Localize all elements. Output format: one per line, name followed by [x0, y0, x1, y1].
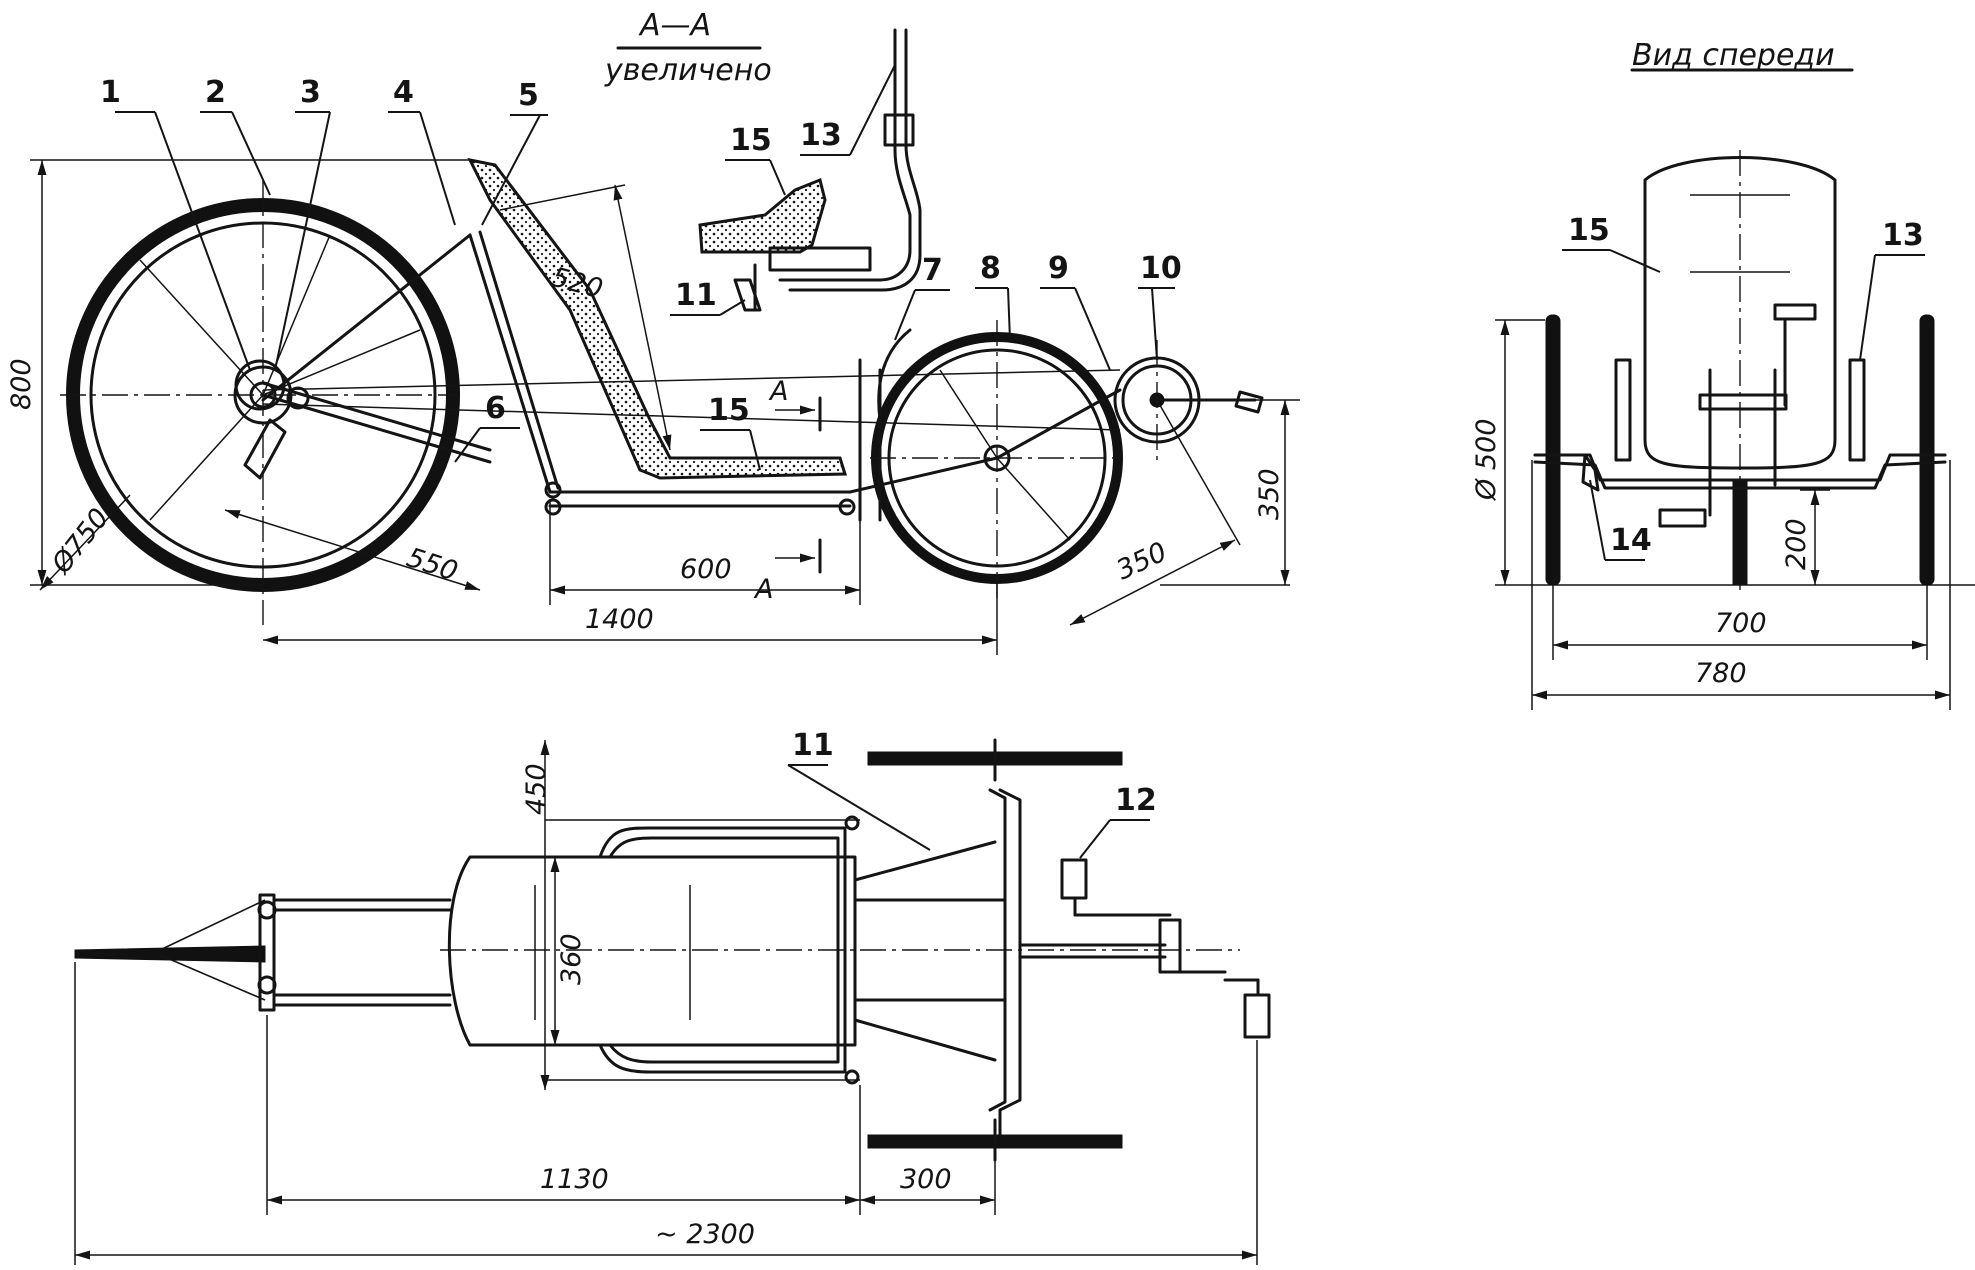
part-label-7: 7 [922, 253, 943, 288]
part-label-15: 15 [708, 393, 750, 428]
dim-520: 520 [548, 262, 606, 305]
part-label-2: 2 [205, 75, 226, 110]
dim-550: 550 [403, 542, 462, 587]
side-view: 1 2 3 4 5 6 7 8 9 10 [6, 75, 1300, 655]
top-dim-450: 450 [521, 763, 552, 815]
front-view-title: Вид спереди [1632, 38, 1835, 73]
top-part-12: 12 [1115, 783, 1157, 818]
section-marks: A A [753, 376, 822, 605]
dim-350-crank: 350 [1112, 536, 1172, 586]
section-seat [698, 177, 827, 254]
dim-600: 600 [680, 554, 732, 585]
side-dimensions: 800 Ø750 550 520 600 1400 350 350 [6, 159, 1300, 655]
front-part-13: 13 [1882, 218, 1924, 253]
top-dim-300: 300 [900, 1164, 952, 1195]
top-dim-1130: 1130 [540, 1164, 609, 1195]
chainring [1113, 356, 1264, 444]
section-part-15: 15 [730, 123, 772, 158]
rear-derailleur [234, 359, 310, 480]
part-label-3: 3 [300, 75, 321, 110]
front-part-15: 15 [1568, 213, 1610, 248]
section-subtitle: увеличено [604, 53, 772, 88]
section-mark-upper: A [768, 376, 788, 407]
part-label-10: 10 [1140, 251, 1182, 286]
front-dim-wheel-dia: Ø 500 [1471, 419, 1502, 501]
dim-800: 800 [6, 358, 37, 410]
front-dim-780: 780 [1695, 658, 1747, 689]
section-mark-lower: A [753, 574, 773, 605]
part-label-5: 5 [518, 78, 539, 113]
part-label-4: 4 [393, 75, 414, 110]
seat-profile [467, 157, 848, 480]
section-part-13: 13 [800, 118, 842, 153]
front-dim-200: 200 [1781, 518, 1812, 570]
top-part-11: 11 [792, 728, 834, 763]
part-label-6: 6 [485, 391, 506, 426]
part-label-9: 9 [1048, 251, 1069, 286]
side-part-labels: 1 2 3 4 5 6 7 8 9 10 [100, 75, 1182, 471]
top-dim-360: 360 [556, 933, 587, 985]
front-view: Вид спереди 15 13 14 [1471, 38, 1975, 710]
dim-1400: 1400 [585, 604, 654, 635]
dim-wheel-dia: Ø750 [45, 503, 115, 580]
section-detail: А—А увеличено 15 13 11 [604, 8, 922, 316]
dim-350-height: 350 [1254, 468, 1285, 520]
frame [261, 230, 1122, 522]
section-title: А—А [638, 8, 711, 43]
front-part-14: 14 [1610, 523, 1652, 558]
top-view: 11 12 450 360 1130 300 ~ 2300 [74, 728, 1271, 1265]
part-label-1: 1 [100, 75, 121, 110]
front-dim-700: 700 [1715, 608, 1767, 639]
part-label-8: 8 [980, 251, 1001, 286]
top-dim-2300: ~ 2300 [655, 1219, 755, 1250]
section-part-11: 11 [675, 278, 717, 313]
